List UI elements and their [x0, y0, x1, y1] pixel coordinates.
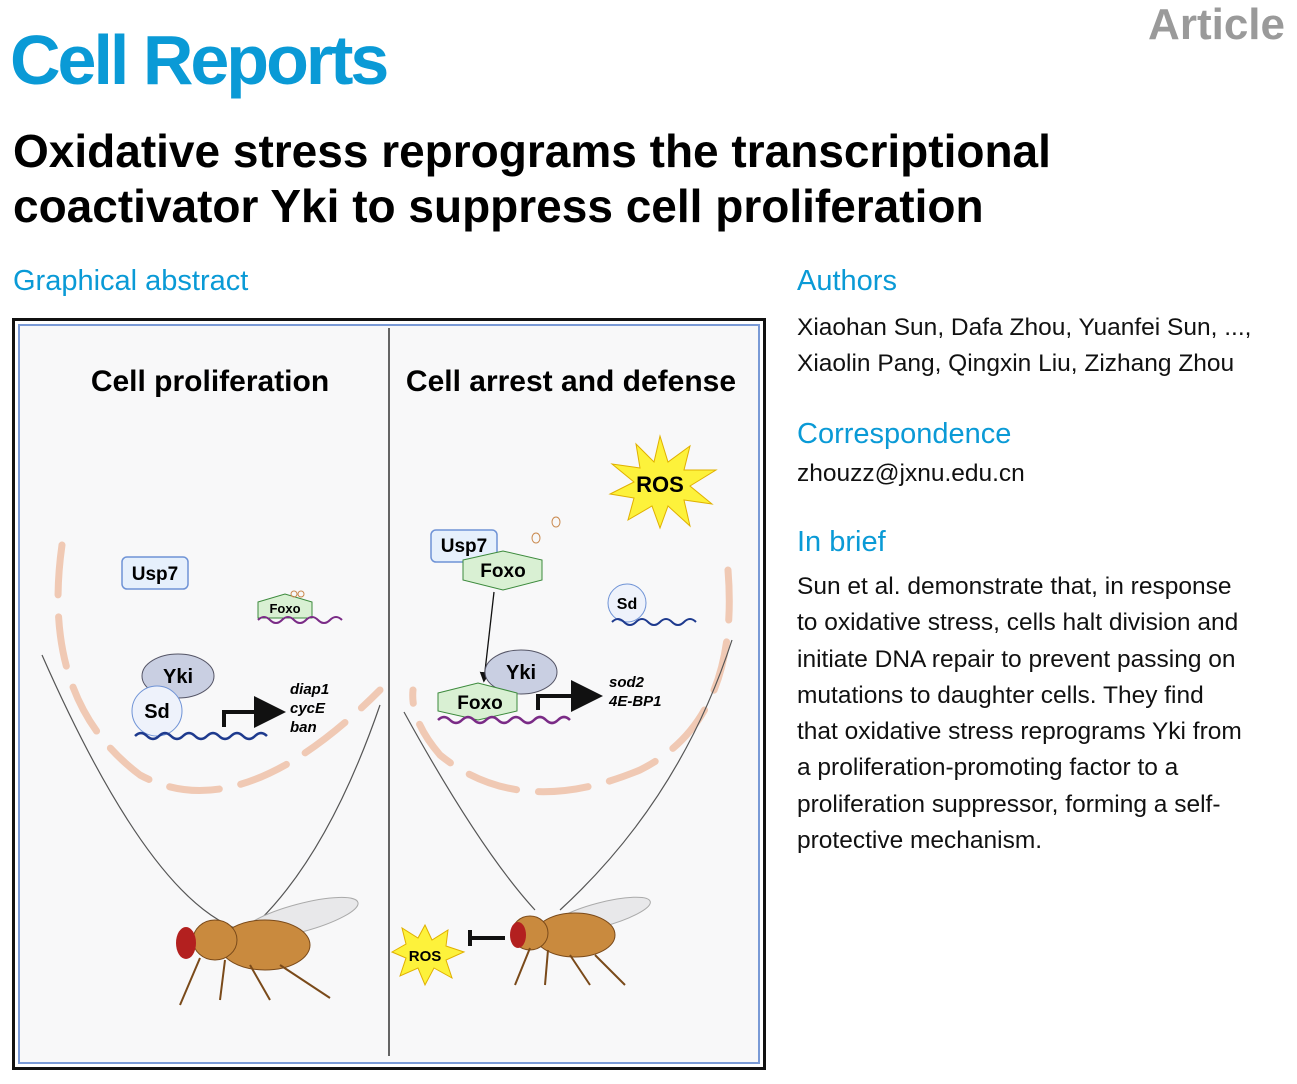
left-panel-title: Cell proliferation: [91, 365, 329, 398]
in-brief-line: to oxidative stress, cells halt division…: [797, 609, 1239, 637]
right-panel-title: Cell arrest and defense: [406, 365, 736, 398]
ros-label: ROS: [409, 948, 442, 965]
graphical-abstract-figure: Cell proliferation Cell arrest and defen…: [41, 328, 736, 1056]
in-brief-text: Sun et al. demonstrate that, in response…: [797, 569, 1242, 859]
in-brief-line: proliferation suppressor, forming a self…: [797, 790, 1221, 818]
correspondence-heading: Correspondence: [797, 418, 1012, 450]
nuclear-membrane: [54, 541, 384, 795]
dna-strand: [257, 616, 343, 624]
sd-label: Sd: [144, 701, 170, 723]
gene-label: diap1: [290, 681, 329, 698]
gene-label: sod2: [609, 674, 645, 691]
cell-outline: [403, 639, 733, 911]
fly-illustration: [176, 896, 359, 1006]
ros-burst-icon: [390, 923, 466, 987]
dna-strand: [134, 731, 268, 741]
cell-outline: [41, 654, 381, 931]
nuclear-membrane: [409, 566, 733, 796]
dna-strand: [437, 715, 571, 725]
inhibition-arrow: [468, 930, 505, 946]
dna-strand: [611, 618, 697, 626]
graphical-abstract: Cell proliferation Cell arrest and defen…: [12, 318, 766, 1070]
in-brief-heading: In brief: [797, 526, 886, 558]
usp7-protein: [121, 556, 189, 590]
article-type-label: Article: [1148, 0, 1285, 49]
author-list: Xiaohan Sun, Dafa Zhou, Yuanfei Sun, ...…: [797, 310, 1251, 383]
transcription-arrow: [222, 696, 286, 728]
author-line: Xiaohan Sun, Dafa Zhou, Yuanfei Sun, ...…: [797, 314, 1252, 341]
gene-label: cycE: [290, 700, 326, 717]
fly-illustration: [510, 896, 651, 986]
sd-label: Sd: [617, 596, 637, 613]
in-brief-line: Sun et al. demonstrate that, in response: [797, 573, 1232, 600]
sd-protein: [131, 685, 183, 737]
yki-label: Yki: [506, 662, 536, 684]
usp7-label: Usp7: [132, 564, 178, 585]
author-line: Xiaolin Pang, Qingxin Liu, Zizhang Zhou: [797, 350, 1235, 378]
gene-label: 4E-BP1: [608, 693, 662, 710]
sd-protein: [607, 583, 647, 623]
yki-protein: [484, 649, 558, 695]
graphical-abstract-heading: Graphical abstract: [13, 265, 249, 297]
foxo-label: Foxo: [457, 693, 502, 714]
foxo-label: Foxo: [269, 601, 300, 616]
foxo-label: Foxo: [480, 561, 525, 582]
journal-logo: Cell Reports: [10, 21, 389, 99]
ros-burst-icon: [608, 434, 718, 530]
translocation-arrow: [479, 591, 495, 683]
ros-label: ROS: [636, 472, 684, 497]
yki-label: Yki: [163, 666, 193, 688]
usp7-label: Usp7: [441, 536, 487, 557]
in-brief-line: a proliferation-promoting factor to a: [797, 754, 1179, 782]
authors-heading: Authors: [797, 265, 897, 297]
transcription-arrow: [536, 680, 603, 712]
in-brief-line: initiate DNA repair to prevent passing o…: [797, 645, 1236, 673]
in-brief-line: that oxidative stress reprograms Yki fro…: [797, 718, 1242, 746]
foxo-protein: [437, 682, 518, 721]
in-brief-line: protective mechanism.: [797, 827, 1043, 855]
foxo-protein: [462, 550, 543, 591]
in-brief-line: mutations to daughter cells. They find: [797, 681, 1204, 709]
article-title: Oxidative stress reprograms the transcri…: [13, 125, 1051, 232]
foxo-protein: [257, 593, 313, 619]
gene-label: ban: [290, 719, 317, 736]
correspondence-email[interactable]: zhouzz@jxnu.edu.cn: [797, 460, 1025, 487]
